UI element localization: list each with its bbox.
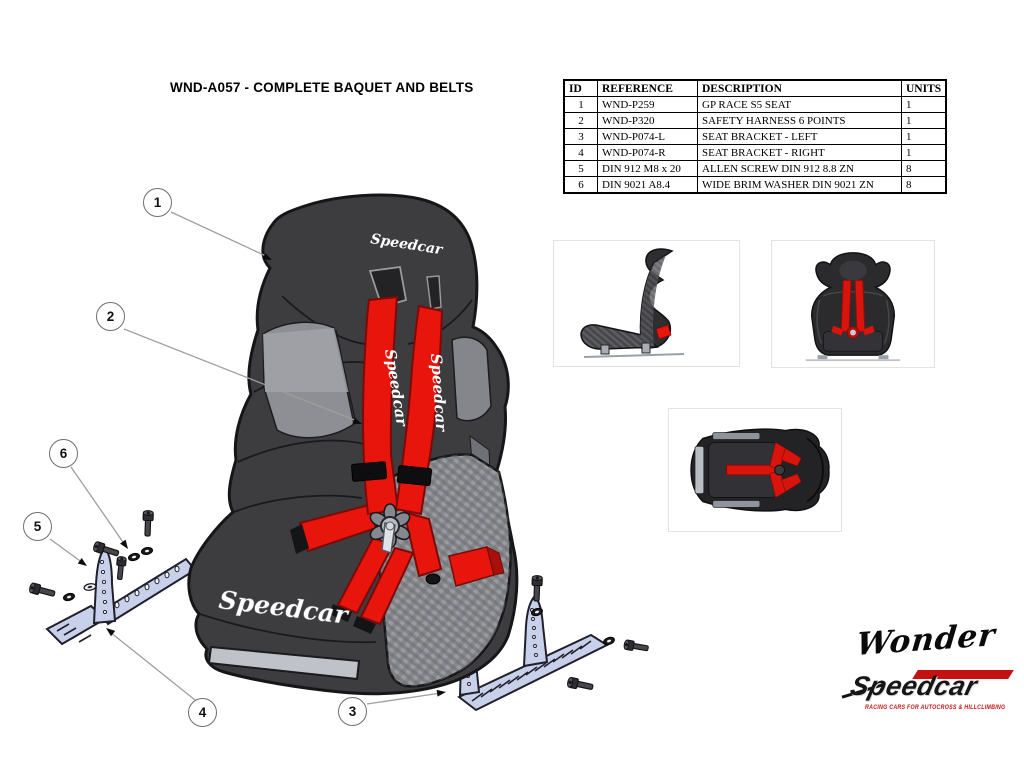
callout-5-number: 5	[33, 519, 42, 534]
table-row: 4 WND-P074-R SEAT BRACKET - RIGHT 1	[563, 144, 947, 161]
washer	[62, 591, 76, 603]
leader-line-1	[170, 211, 269, 258]
seat-illustration: Speedcar Speedcar Speedcar Speedcar	[187, 193, 519, 696]
seat-top-view	[690, 428, 830, 512]
washer	[82, 582, 98, 592]
washer	[127, 551, 141, 563]
cell-units: 1	[901, 96, 947, 113]
leader-lines	[49, 211, 442, 705]
allen-screw	[622, 639, 650, 654]
side-panel-right	[451, 336, 492, 422]
allen-screw	[566, 676, 595, 693]
allen-screw	[114, 555, 127, 581]
speedcar-logo: Speedcar RACING CARS FOR AUTOCROSS & HIL…	[841, 669, 1015, 717]
leader-line-4	[109, 631, 196, 701]
cell-units: 8	[901, 176, 947, 194]
speedcar-logo-tagline: RACING CARS FOR AUTOCROSS & HILLCLIMBING	[865, 704, 1006, 711]
lap-belt-right	[402, 510, 443, 578]
belt-slot	[426, 275, 442, 310]
callout-5: 5	[23, 512, 52, 541]
allen-screw	[141, 509, 154, 537]
table-row: 3 WND-P074-L SEAT BRACKET - LEFT 1	[563, 128, 947, 145]
belt-script: Speedcar	[427, 353, 450, 433]
callout-4: 4	[188, 698, 217, 727]
cell-description: ALLEN SCREW DIN 912 8.8 ZN	[697, 160, 902, 177]
seat-bracket-left	[45, 546, 197, 646]
harness-buckle	[369, 503, 411, 554]
seat-side-view	[580, 248, 685, 358]
leader-line-6	[70, 466, 126, 546]
speedcar-logo-wordmark: Speedcar	[847, 671, 981, 701]
allen-screw	[28, 581, 57, 600]
callout-3-number: 3	[348, 704, 357, 719]
leader-line-2	[123, 328, 358, 422]
cell-description: WIDE BRIM WASHER DIN 9021 ZN	[697, 176, 902, 194]
parts-table: ID REFERENCE DESCRIPTION UNITS 1 WND-P25…	[563, 79, 948, 194]
callout-2: 2	[96, 302, 125, 331]
shoulder-belt-left	[362, 295, 400, 516]
thumbnail-front-view	[771, 240, 935, 368]
callout-6-number: 6	[59, 446, 68, 461]
skid-plate	[207, 645, 361, 681]
cell-units: 8	[901, 160, 947, 177]
leader-line-3	[366, 692, 442, 705]
callout-1-number: 1	[153, 195, 162, 210]
thumbnail-side-view	[553, 240, 740, 367]
seat-front-view	[805, 252, 901, 361]
cell-reference: WND-P074-L	[597, 128, 698, 145]
leader-line-5	[49, 538, 84, 564]
shoulder-belt-right	[394, 304, 444, 516]
callout-1: 1	[143, 188, 172, 217]
thumbnail-top-view	[668, 408, 842, 532]
callout-6: 6	[49, 439, 78, 468]
crotch-strap	[359, 546, 415, 626]
cell-description: GP RACE S5 SEAT	[697, 96, 902, 113]
table-row: 5 DIN 912 M8 x 20 ALLEN SCREW DIN 912 8.…	[563, 160, 947, 177]
table-row: 6 DIN 9021 A8.4 WIDE BRIM WASHER DIN 902…	[563, 176, 947, 194]
callout-4-number: 4	[198, 705, 207, 720]
washer	[140, 546, 154, 556]
page-title: WND-A057 - COMPLETE BAQUET AND BELTS	[170, 80, 474, 95]
table-row: 1 WND-P259 GP RACE S5 SEAT 1	[563, 96, 947, 113]
callout-3: 3	[338, 697, 367, 726]
callout-2-number: 2	[106, 309, 115, 324]
cell-description: SEAT BRACKET - LEFT	[697, 128, 902, 145]
